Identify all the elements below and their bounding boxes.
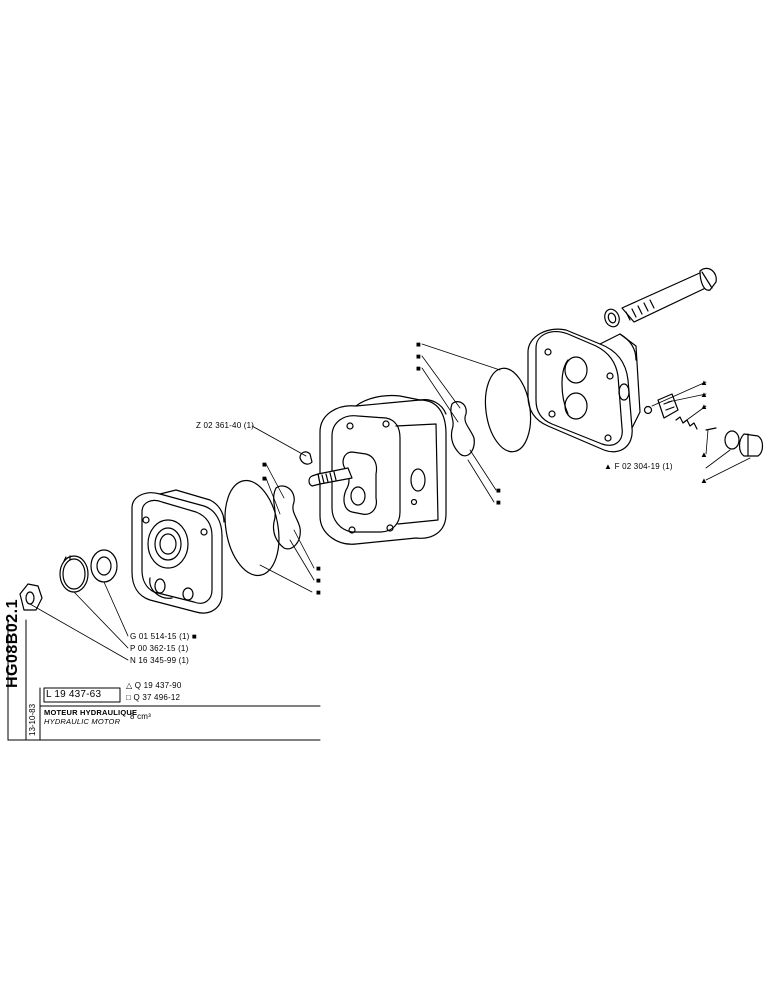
variant-triangle-number: Q 19 437-90 bbox=[134, 681, 182, 690]
title-block-frame bbox=[7, 619, 321, 741]
circlip bbox=[59, 555, 89, 593]
drive-shaft bbox=[308, 467, 353, 487]
triangle-marker: ▲ bbox=[700, 402, 709, 411]
front-flange bbox=[131, 489, 225, 614]
open-square-marker: □ bbox=[126, 693, 132, 702]
capacity: 8 cm³ bbox=[130, 712, 151, 721]
square-marker: ■ bbox=[316, 588, 322, 597]
triangle-marker: ▲ bbox=[700, 476, 709, 485]
square-marker: ■ bbox=[496, 498, 502, 507]
open-triangle-marker: △ bbox=[126, 681, 133, 690]
square-marker: ■ bbox=[262, 460, 268, 469]
square-marker: ■ bbox=[416, 340, 422, 349]
lock-washer bbox=[604, 308, 620, 328]
square-marker: ■ bbox=[416, 364, 422, 373]
variant-triangle: △ Q 19 437-90 bbox=[126, 681, 181, 690]
callout-circlip-number: G 01 514-15 (1) bbox=[130, 632, 190, 641]
leader-lines bbox=[29, 343, 751, 661]
callout-plug-number: F 02 304-19 (1) bbox=[614, 462, 673, 471]
hex-nut bbox=[19, 583, 43, 611]
triangle-marker: ▲ bbox=[604, 462, 613, 471]
front-body-gasket bbox=[224, 479, 301, 577]
callout-circlip: G 01 514-15 (1) ■ bbox=[130, 632, 197, 641]
triangle-marker: ▲ bbox=[700, 450, 709, 459]
triangle-marker: ▲ bbox=[700, 390, 709, 399]
sheet-date: 13-10-83 bbox=[28, 703, 37, 736]
variant-square: □ Q 37 496-12 bbox=[126, 693, 180, 702]
square-marker: ■ bbox=[316, 576, 322, 585]
square-marker: ■ bbox=[262, 474, 268, 483]
callout-plug: ▲ F 02 304-19 (1) bbox=[604, 462, 673, 471]
square-marker: ■ bbox=[191, 632, 197, 641]
part-number: L 19 437-63 bbox=[46, 689, 102, 700]
through-bolt bbox=[621, 267, 717, 323]
rear-cover bbox=[527, 328, 641, 453]
square-marker: ■ bbox=[496, 486, 502, 495]
shaft-seal bbox=[90, 549, 118, 583]
triangle-marker: ▲ bbox=[700, 378, 709, 387]
callout-seal: P 00 362-15 (1) bbox=[130, 644, 189, 653]
square-marker: ■ bbox=[316, 564, 322, 573]
sheet-code: HG08B02.1 bbox=[4, 599, 21, 688]
title-english: HYDRAULIC MOTOR bbox=[44, 717, 121, 726]
title-french: MOTEUR HYDRAULIQUE bbox=[44, 708, 138, 717]
pump-body bbox=[319, 394, 447, 545]
variant-square-number: Q 37 496-12 bbox=[133, 693, 181, 702]
rear-body-gasket bbox=[450, 367, 532, 457]
callout-key: Z 02 361-40 (1) bbox=[196, 421, 255, 430]
callout-nut: N 16 345-99 (1) bbox=[130, 656, 190, 665]
square-marker: ■ bbox=[416, 352, 422, 361]
